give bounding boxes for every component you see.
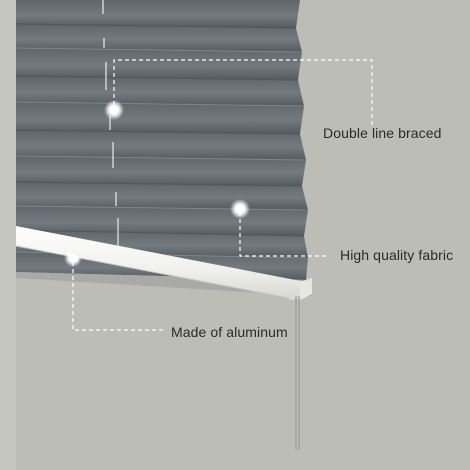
callout-made-of-aluminum: Made of aluminum — [171, 324, 288, 340]
callout-double-line-braced: Double line braced — [323, 125, 442, 141]
blind-slats — [15, 0, 309, 280]
cord-strings — [102, 0, 119, 246]
callout-markers — [64, 100, 250, 267]
slat — [16, 0, 300, 28]
slat — [16, 48, 302, 80]
slat — [16, 156, 306, 186]
marker-dot-core — [109, 105, 119, 115]
callout-lines — [72, 59, 373, 331]
slat — [16, 76, 304, 106]
callout-high-quality-fabric: High quality fabric — [340, 247, 454, 263]
aluminum-rail — [15, 226, 312, 301]
pull-cord — [295, 296, 300, 450]
slat — [16, 182, 308, 210]
slat — [16, 24, 302, 52]
slat — [16, 102, 304, 134]
marker-dot-core — [235, 204, 245, 214]
window-frame — [0, 0, 16, 470]
marker-dot-core — [69, 254, 77, 262]
slat — [16, 130, 306, 160]
